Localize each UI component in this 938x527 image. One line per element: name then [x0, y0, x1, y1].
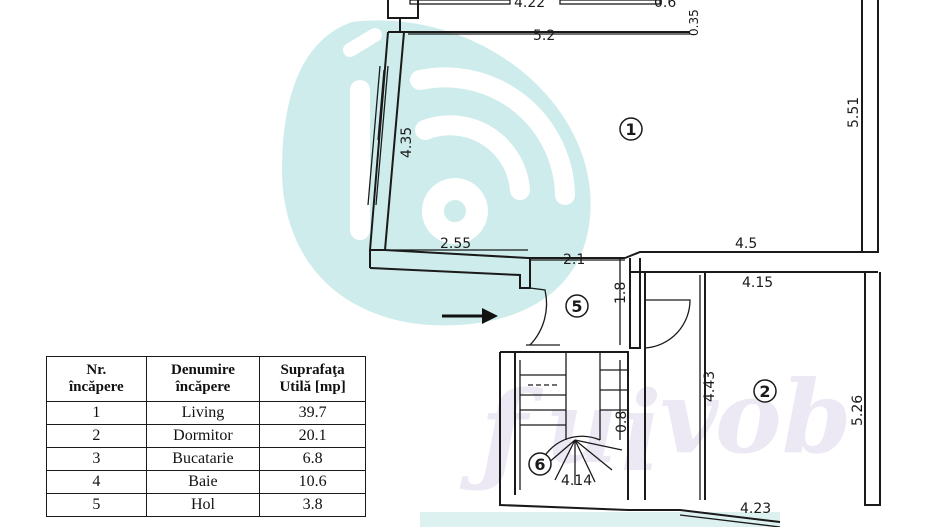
room-legend-table: Nr. încăpere Denumire încăpere Suprafaţa…	[46, 356, 366, 517]
dim-mid-c: 4.5	[735, 236, 757, 252]
dim-left-height: 4.35	[399, 127, 415, 158]
room-marker-1: 1	[619, 117, 643, 141]
room-name: Living	[145, 401, 261, 425]
legend-header-row: Nr. încăpere Denumire încăpere Suprafaţa…	[46, 356, 366, 402]
table-row: 2 Dormitor 20.1	[46, 424, 366, 448]
room-marker-2: 2	[753, 379, 777, 403]
room-name: Hol	[145, 493, 261, 517]
svg-text:i: i	[620, 367, 662, 496]
room-area: 10.6	[259, 470, 366, 494]
dim-bed-width: 4.15	[742, 275, 773, 291]
svg-text:6: 6	[534, 455, 545, 474]
table-row: 1 Living 39.7	[46, 401, 366, 425]
room-marker-6: 6	[528, 452, 552, 476]
watermark-logo	[282, 20, 591, 326]
room-number: 1	[46, 401, 147, 425]
room-area: 6.8	[259, 447, 366, 471]
room-number: 4	[46, 470, 147, 494]
legend-header-nr: Nr. încăpere	[46, 356, 147, 402]
dim-mid-a: 2.55	[440, 236, 471, 252]
dim-right-height: 5.51	[846, 97, 862, 128]
dim-mid-b: 2.1	[563, 252, 585, 268]
room-area: 3.8	[259, 493, 366, 517]
legend-header-area: Suprafaţa Utilă [mp]	[259, 356, 366, 402]
svg-text:u: u	[545, 368, 618, 486]
dim-top-c: 0.35	[687, 9, 701, 36]
table-row: 5 Hol 3.8	[46, 493, 366, 517]
table-row: 3 Bucatarie 6.8	[46, 447, 366, 471]
room-number: 3	[46, 447, 147, 471]
dim-bed-right: 5.26	[850, 395, 866, 426]
dim-stair-gap: 0.8	[614, 411, 630, 433]
room-name: Baie	[145, 470, 261, 494]
svg-text:2: 2	[759, 382, 770, 401]
room-name: Bucatarie	[145, 447, 261, 471]
room-area: 39.7	[259, 401, 366, 425]
dimension-lines	[392, 33, 701, 500]
dim-top-a: 4.22	[514, 0, 545, 11]
dim-top-b: 0.6	[654, 0, 676, 11]
legend-header-name: Denumire încăpere	[145, 356, 261, 402]
svg-text:ob: ob	[715, 358, 852, 476]
svg-text:5: 5	[571, 297, 582, 316]
room-number: 2	[46, 424, 147, 448]
room-number: 5	[46, 493, 147, 517]
entrance-arrow	[442, 308, 498, 324]
watermark-text: ƒ	[459, 367, 544, 496]
room-area: 20.1	[259, 424, 366, 448]
dim-bottom-width: 4.23	[740, 501, 771, 517]
svg-text:1: 1	[625, 120, 636, 139]
dim-stair-width: 4.14	[561, 473, 592, 489]
room-marker-5: 5	[565, 294, 589, 318]
dim-top-width: 5.2	[533, 28, 555, 44]
dim-bed-height: 4.43	[702, 371, 718, 402]
svg-text:v: v	[660, 358, 719, 476]
room-name: Dormitor	[145, 424, 261, 448]
dim-hall: 1.8	[613, 282, 629, 304]
table-row: 4 Baie 10.6	[46, 470, 366, 494]
